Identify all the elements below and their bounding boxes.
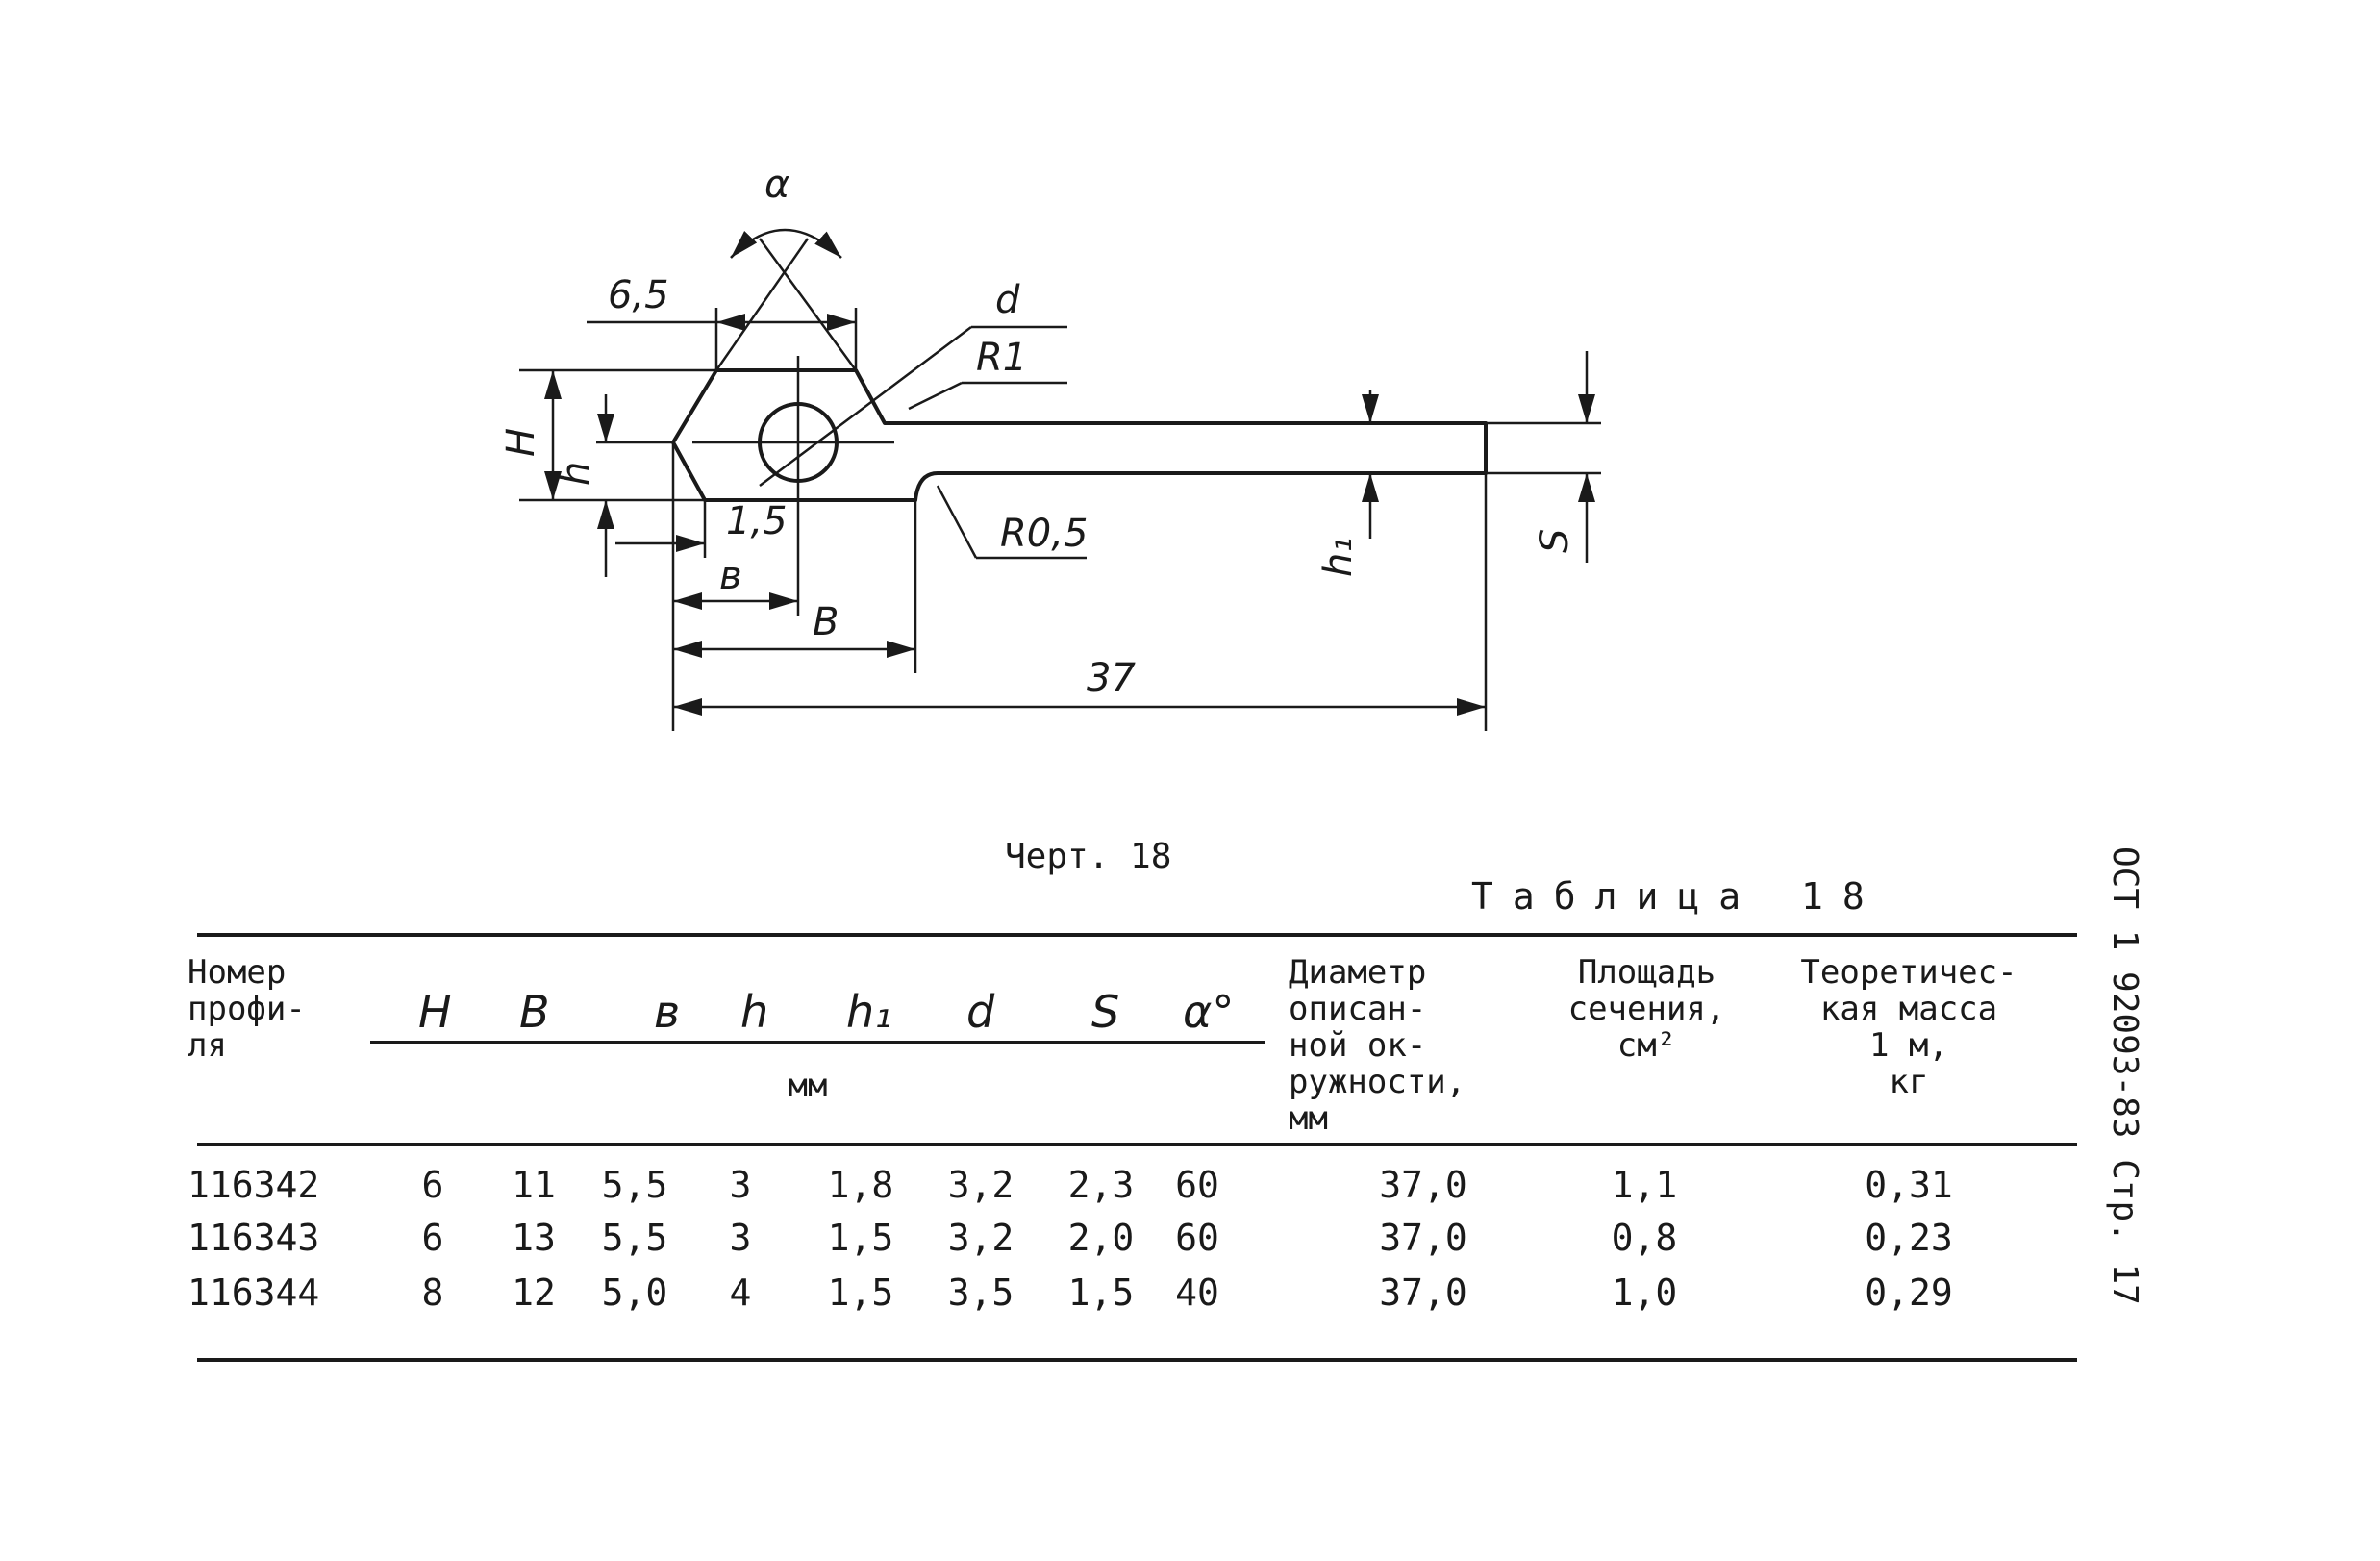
table-cell: 40 — [1175, 1271, 1219, 1314]
table-cell: 0,29 — [1865, 1271, 1953, 1314]
table-cell: 5,5 — [601, 1164, 668, 1206]
profile-drawing: α 6,5 d R1 H h 1,5 в B R0,5 h₁ S 37 — [499, 163, 1601, 731]
len37-label: 37 — [1087, 656, 1136, 700]
alpha-label: α — [764, 163, 789, 207]
table-cell: 2,0 — [1067, 1217, 1135, 1259]
header-h: h — [740, 986, 769, 1038]
header-h1: h₁ — [846, 986, 892, 1038]
profile-number-cell: 116344 — [188, 1271, 320, 1314]
h-label: h — [554, 462, 598, 486]
h1-label: h₁ — [1316, 538, 1361, 577]
table-title: Таблица 18 — [1471, 875, 1884, 918]
table-cell: 6 — [421, 1217, 444, 1259]
table-cell: 1,1 — [1611, 1164, 1678, 1206]
table-cell: 4 — [729, 1271, 752, 1314]
table-cell: 60 — [1175, 1164, 1219, 1206]
header-d: d — [966, 986, 995, 1038]
profile-number-cell: 116343 — [188, 1217, 320, 1259]
table-cell: 13 — [512, 1217, 556, 1259]
header-profile: Номер профи- ля — [188, 953, 306, 1065]
drawing-caption: Черт. 18 — [1005, 837, 1172, 876]
table-cell: 8 — [421, 1271, 444, 1314]
table-cell: 1,0 — [1611, 1271, 1678, 1314]
S-label: S — [1533, 529, 1577, 553]
table-cell: 3 — [729, 1217, 752, 1259]
d-label: d — [995, 278, 1020, 322]
table-cell: 1,5 — [827, 1271, 894, 1314]
symbols-underline — [370, 1041, 1265, 1044]
table-header-rule — [197, 1143, 2077, 1146]
table-cell: 3,2 — [947, 1164, 1015, 1206]
table-cell: 6 — [421, 1164, 444, 1206]
table-cell: 12 — [512, 1271, 556, 1314]
r1-label: R1 — [976, 336, 1027, 380]
table-cell: 37,0 — [1379, 1217, 1467, 1259]
header-b: в — [654, 986, 681, 1038]
width-65-label: 6,5 — [608, 273, 669, 317]
r05-label: R0,5 — [1000, 512, 1088, 556]
profile-number-cell: 116342 — [188, 1164, 320, 1206]
H-label: H — [499, 428, 543, 457]
table-cell: 60 — [1175, 1217, 1219, 1259]
table-cell: 1,5 — [1067, 1271, 1135, 1314]
table-cell: 0,8 — [1611, 1217, 1678, 1259]
header-diameter: Диаметр описан- ной ок- ружности, мм — [1289, 953, 1466, 1138]
table-cell: 3,2 — [947, 1217, 1015, 1259]
header-area: Площадь сечения, см² — [1567, 953, 1726, 1065]
table-cell: 1,5 — [827, 1217, 894, 1259]
table-cell: 0,31 — [1865, 1164, 1953, 1206]
header-H: H — [418, 986, 452, 1038]
table-cell: 2,3 — [1067, 1164, 1135, 1206]
table-cell: 37,0 — [1379, 1271, 1467, 1314]
table-cell: 3,5 — [947, 1271, 1015, 1314]
table-cell: 11 — [512, 1164, 556, 1206]
header-unit-mm: мм — [788, 1067, 828, 1105]
B-label: B — [813, 600, 839, 644]
table-cell: 3 — [729, 1164, 752, 1206]
d15-label: 1,5 — [726, 499, 788, 543]
table-cell: 37,0 — [1379, 1164, 1467, 1206]
header-mass: Теоретичес- кая масса 1 м, кг — [1800, 953, 2017, 1101]
side-text: ОСТ 1 92093-83 Стр. 17 — [2105, 846, 2144, 1305]
header-S: S — [1091, 986, 1120, 1038]
table-cell: 0,23 — [1865, 1217, 1953, 1259]
table-cell: 1,8 — [827, 1164, 894, 1206]
header-B: B — [519, 986, 550, 1038]
table-bottom-rule — [197, 1358, 2077, 1362]
header-alpha: α° — [1183, 986, 1235, 1038]
table-cell: 5,5 — [601, 1217, 668, 1259]
b-label: в — [719, 554, 742, 598]
side-document-code: ОСТ 1 92093-83 Стр. 17 — [2105, 846, 2144, 1385]
table-cell: 5,0 — [601, 1271, 668, 1314]
table-top-rule — [197, 933, 2077, 937]
